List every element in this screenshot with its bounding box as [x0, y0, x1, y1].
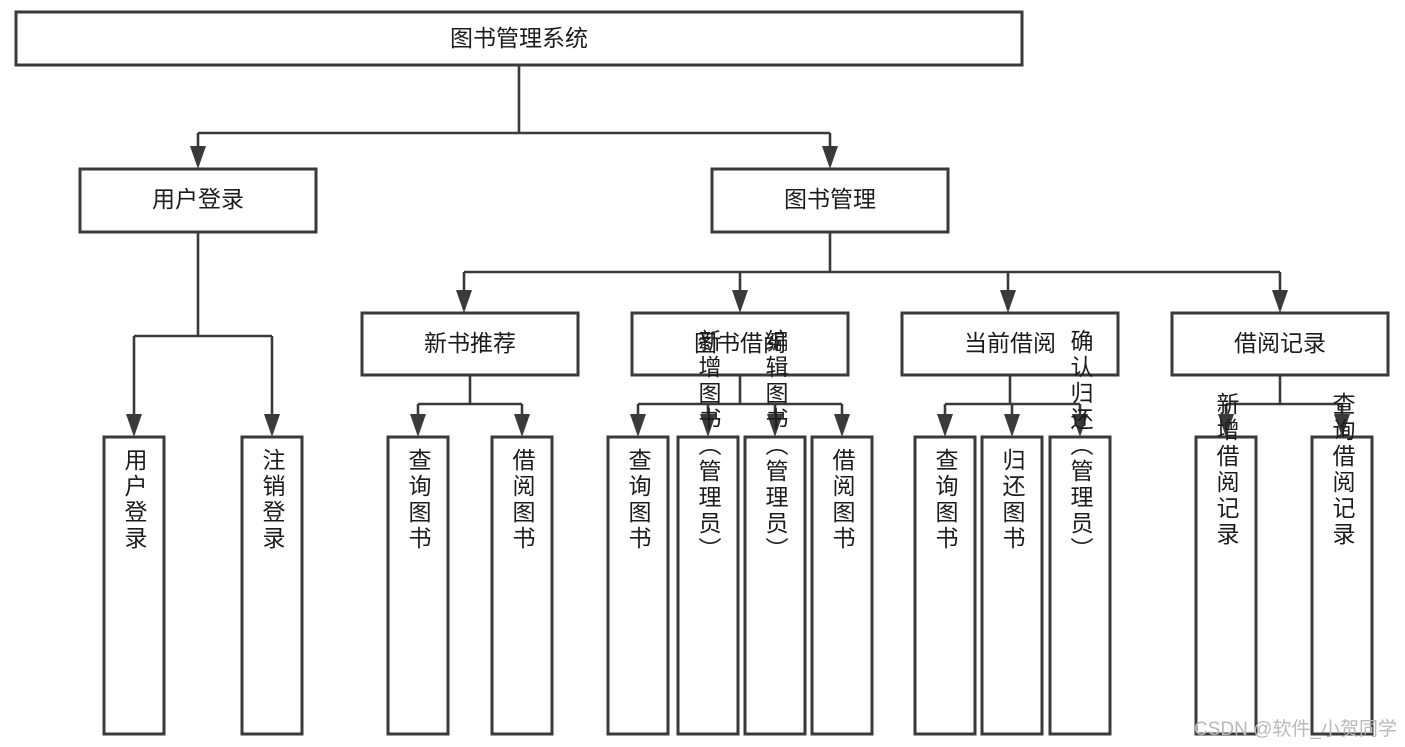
leaf-current-borrow-query[interactable]: 查询图书 [913, 435, 977, 736]
leaf-new-book-query-label: 查询图书 [405, 448, 432, 552]
node-current-borrow[interactable]: 当前借阅 [900, 311, 1120, 377]
arrow-head-cb-leaf-2 [1004, 414, 1020, 437]
leaf-new-book-borrow[interactable]: 借阅图书 [490, 435, 554, 736]
node-borrow-record-box [1170, 311, 1390, 377]
leaf-current-borrow-return-box [980, 435, 1044, 736]
leaf-current-borrow-return-label: 归还图书 [999, 448, 1026, 552]
leaf-book-borrow-query[interactable]: 查询图书 [606, 435, 670, 736]
node-current-borrow-label: 当前借阅 [964, 330, 1056, 356]
node-borrow-record[interactable]: 借阅记录 [1170, 311, 1390, 377]
leaf-book-borrow-borrow-label: 借阅图书 [829, 448, 856, 552]
leaf-book-borrow-borrow-box [810, 435, 874, 736]
leaf-borrow-record-add-label: 新增借阅记录 [1213, 392, 1240, 548]
node-root-book-management-system[interactable]: 图书管理系统 [14, 10, 1024, 67]
node-book-management[interactable]: 图书管理 [710, 167, 950, 234]
connectors-root-to-level2 [190, 65, 838, 169]
arrow-head-bb-leaf-1 [630, 414, 646, 437]
leaf-book-borrow-edit-label: 编辑图书（管理员） [762, 329, 789, 563]
arrow-head-bb-leaf-2 [700, 414, 716, 437]
node-book-borrow[interactable]: 图书借阅 [630, 311, 850, 377]
arrow-head-cb-leaf-1 [937, 414, 953, 437]
leaf-borrow-record-query-box [1310, 435, 1374, 736]
leaf-current-borrow-confirm-return-label: 确认归还（管理员） [1067, 329, 1094, 563]
arrow-head-current-borrow [1000, 290, 1016, 313]
leaf-book-borrow-add-box [676, 435, 740, 736]
leaf-borrow-record-add[interactable]: 新增借阅记录 [1194, 392, 1258, 736]
leaf-current-borrow-query-box [913, 435, 977, 736]
node-book-management-box [710, 167, 950, 234]
leaf-book-borrow-borrow[interactable]: 借阅图书 [810, 435, 874, 736]
leaf-borrow-record-query[interactable]: 查询借阅记录 [1310, 392, 1374, 736]
node-root-label: 图书管理系统 [450, 25, 588, 51]
leaf-book-borrow-add-label: 新增图书（管理员） [695, 329, 722, 563]
leaf-user-login-logout-label: 注销登录 [259, 448, 286, 552]
connectors-borrow-record-to-leaves [1218, 375, 1350, 437]
node-borrow-record-label: 借阅记录 [1234, 330, 1326, 356]
leaf-user-login-login-box [102, 435, 166, 736]
leaf-current-borrow-confirm-return-box [1048, 435, 1112, 736]
arrow-head-bb-leaf-4 [834, 414, 850, 437]
arrow-head-leaf-user-login [126, 414, 142, 437]
leaf-user-login-logout-box [240, 435, 304, 736]
node-book-borrow-label: 图书借阅 [694, 330, 786, 356]
node-user-login[interactable]: 用户登录 [78, 167, 318, 234]
leaf-current-borrow-confirm-return[interactable]: 确认归还（管理员） [1048, 329, 1112, 736]
leaf-borrow-record-add-box [1194, 435, 1258, 736]
leaf-book-borrow-edit[interactable]: 编辑图书（管理员） [743, 329, 807, 736]
arrow-head-bb-leaf-3 [767, 414, 783, 437]
leaf-book-borrow-query-label: 查询图书 [625, 448, 652, 552]
node-book-borrow-box [630, 311, 850, 377]
leaf-book-borrow-query-box [606, 435, 670, 736]
arrow-head-book-borrow [732, 290, 748, 313]
arrow-head-br-leaf-1 [1218, 414, 1234, 437]
connectors-book-borrow-to-leaves [630, 375, 850, 437]
leaf-new-book-query[interactable]: 查询图书 [386, 435, 450, 736]
arrow-head-cb-leaf-3 [1072, 414, 1088, 437]
leaf-borrow-record-query-label: 查询借阅记录 [1329, 392, 1356, 548]
leaf-current-borrow-query-label: 查询图书 [932, 448, 959, 552]
leaf-user-login-login-label: 用户登录 [121, 448, 148, 552]
arrow-head-leaf-logout [264, 414, 280, 437]
arrow-head-borrow-record [1272, 290, 1288, 313]
leaf-new-book-query-box [386, 435, 450, 736]
leaf-user-login-logout[interactable]: 注销登录 [240, 435, 304, 736]
node-new-book-recommend-label: 新书推荐 [424, 330, 516, 356]
node-book-management-label: 图书管理 [784, 186, 876, 212]
connectors-user-login-to-leaves [126, 232, 280, 437]
arrow-head-new-book [456, 290, 472, 313]
arrow-head-user-login [190, 146, 206, 169]
leaf-book-borrow-add[interactable]: 新增图书（管理员） [676, 329, 740, 736]
connectors-current-borrow-to-leaves [937, 375, 1088, 437]
node-new-book-recommend[interactable]: 新书推荐 [360, 311, 580, 377]
node-current-borrow-box [900, 311, 1120, 377]
leaf-book-borrow-edit-box [743, 435, 807, 736]
node-user-login-box [78, 167, 318, 234]
arrow-head-br-leaf-2 [1334, 414, 1350, 437]
node-new-book-recommend-box [360, 311, 580, 377]
leaf-new-book-borrow-box [490, 435, 554, 736]
connectors-book-manage-to-level3 [456, 232, 1288, 313]
arrow-head-nb-leaf-1 [410, 414, 426, 437]
arrow-head-nb-leaf-2 [514, 414, 530, 437]
connectors-new-book-to-leaves [410, 375, 530, 437]
leaf-user-login-login[interactable]: 用户登录 [102, 435, 166, 736]
leaf-new-book-borrow-label: 借阅图书 [509, 448, 536, 552]
node-user-login-label: 用户登录 [152, 186, 244, 212]
node-root-box [14, 10, 1024, 67]
arrow-head-book-manage [822, 146, 838, 169]
leaf-current-borrow-return[interactable]: 归还图书 [980, 435, 1044, 736]
